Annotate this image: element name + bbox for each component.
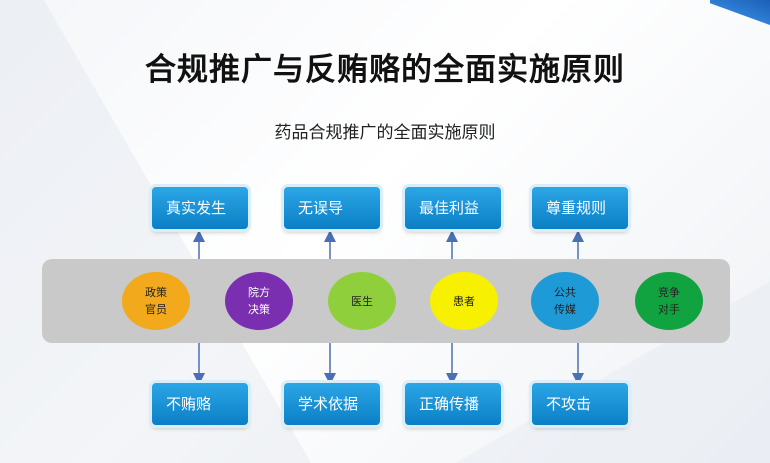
circle-label: 传媒 [554, 303, 576, 316]
principle-box-top: 尊重规则 [532, 187, 628, 229]
page-subtitle: 药品合规推广的全面实施原则 [274, 123, 496, 143]
principle-box-bottom: 学术依据 [284, 383, 380, 425]
stakeholder-doctor: 医生 [328, 272, 396, 330]
principle-box-top: 最佳利益 [405, 187, 501, 229]
page-title: 合规推广与反贿赂的全面实施原则 [145, 52, 625, 88]
circle-label: 公共 [554, 286, 576, 299]
circle-label: 对手 [658, 303, 680, 316]
circle-label: 政策 [145, 286, 167, 299]
principle-box-top: 真实发生 [152, 187, 248, 229]
circle-label: 院方 [248, 286, 270, 299]
stakeholder-hospital-decision: 院方决策 [225, 272, 293, 330]
circle-label: 决策 [248, 303, 270, 316]
stakeholder-competitor: 竞争对手 [635, 272, 703, 330]
principle-box-top: 无误导 [284, 187, 380, 229]
principle-box-bottom: 不攻击 [532, 383, 628, 425]
circle-label: 患者 [453, 294, 475, 308]
corner-accent [710, 0, 770, 40]
stakeholder-patient: 患者 [430, 272, 498, 330]
stakeholder-policy-officials: 政策官员 [122, 272, 190, 330]
circle-label: 官员 [145, 303, 167, 316]
principle-box-bottom: 不贿赂 [152, 383, 248, 425]
circle-label: 医生 [351, 294, 373, 308]
circle-label: 竞争 [658, 286, 680, 299]
stakeholder-public-media: 公共传媒 [531, 272, 599, 330]
principle-box-bottom: 正确传播 [405, 383, 501, 425]
